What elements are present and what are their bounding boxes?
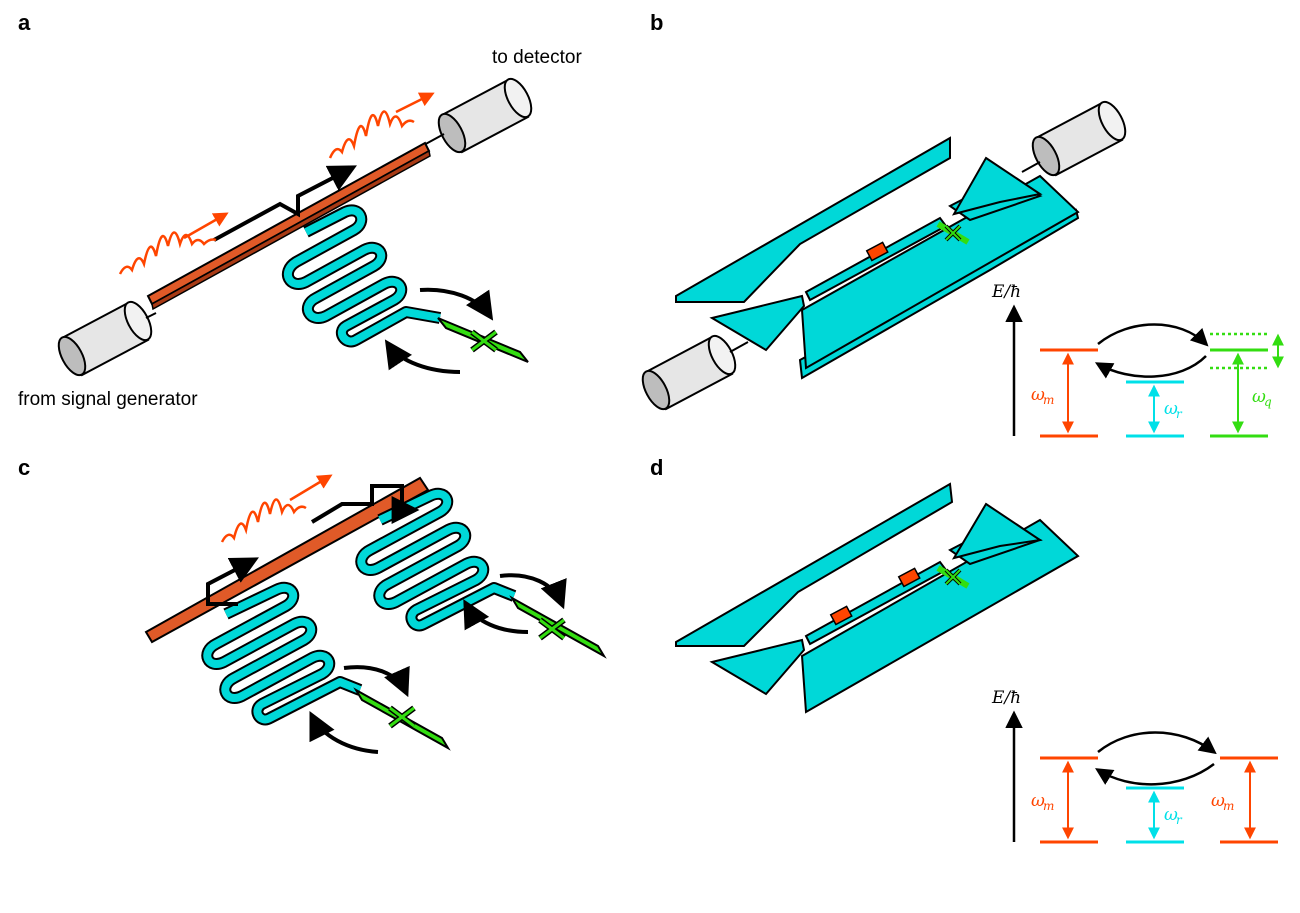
input-connector <box>57 300 157 377</box>
omega-q-sub: q <box>1264 395 1272 409</box>
ground-plane-top <box>675 136 951 303</box>
omega-r-label: ω <box>1164 805 1178 825</box>
launch-taper-left <box>709 294 806 352</box>
qubit <box>936 221 970 245</box>
mechanical-resonator-2 <box>897 567 921 588</box>
microwave-pulse-out <box>328 92 435 159</box>
omega-r-label: ω <box>1164 399 1178 419</box>
mechanical-resonator-1 <box>829 605 853 626</box>
panel-c-label: c <box>18 455 30 480</box>
microwave-pulse <box>220 474 333 543</box>
from-generator-label: from signal generator <box>18 389 198 410</box>
energy-axis-label: E/ħ <box>991 688 1021 708</box>
omega-q-label: ω <box>1252 387 1266 407</box>
qubit-1 <box>353 687 451 751</box>
omega-r-sub: r <box>1176 407 1183 421</box>
energy-axis-text: E/ħ <box>991 282 1021 302</box>
panel-b-label: b <box>650 10 663 35</box>
launch-taper-right <box>951 156 1043 216</box>
qubit <box>936 565 970 589</box>
energy-axis-text: E/ħ <box>991 688 1021 708</box>
omega-m-right-label: ω <box>1211 791 1225 811</box>
energy-diagram-b: E/ħ ω m ω r ω q <box>991 282 1284 438</box>
omega-m-sub: m <box>1043 393 1054 407</box>
feedline <box>146 141 431 311</box>
panel-a: a <box>18 10 582 410</box>
omega-m-label: ω <box>1031 385 1045 405</box>
feedline <box>144 476 430 644</box>
omega-m-left-sub: m <box>1043 799 1054 813</box>
panel-c: c <box>18 455 607 754</box>
panel-d-label: d <box>650 455 663 480</box>
omega-m-right-sub: m <box>1223 799 1234 813</box>
panel-d: d E/ħ ω m ω r <box>650 455 1278 844</box>
mechanical-resonator <box>865 241 889 262</box>
omega-m-left-label: ω <box>1031 791 1045 811</box>
coupling-arrow-bottom <box>384 339 461 374</box>
panel-b: b <box>641 10 1284 438</box>
coupling-arrow-top <box>419 287 494 321</box>
signal-path-arrow <box>213 165 357 242</box>
energy-axis-label: E/ħ <box>991 282 1021 302</box>
omega-r-sub: r <box>1176 813 1183 827</box>
energy-diagram-d: E/ħ ω m ω r ω m <box>991 688 1278 844</box>
qubit-2 <box>509 595 607 659</box>
connector-left <box>641 334 749 411</box>
output-connector <box>421 77 533 154</box>
connector-right <box>1021 100 1127 177</box>
qubit <box>437 317 529 363</box>
panel-a-label: a <box>18 10 31 35</box>
microwave-pulse-in <box>118 212 229 275</box>
to-detector-label: to detector <box>492 47 582 68</box>
